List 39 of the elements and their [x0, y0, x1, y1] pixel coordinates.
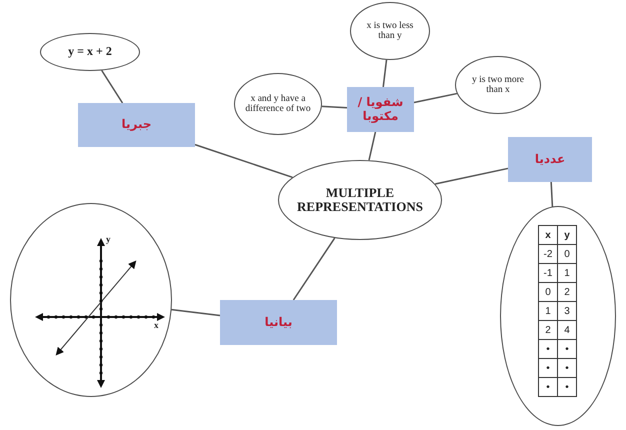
table-cell: -1: [538, 264, 558, 282]
connector-line: [322, 106, 348, 108]
idea-ellipse: y is two more than x: [455, 56, 541, 114]
category-box: شفويا / مكتوبا: [347, 87, 414, 132]
table-cell: -2: [538, 244, 558, 264]
table-cell: 1: [538, 302, 558, 320]
connector-line: [382, 60, 388, 88]
table-cell: •: [538, 358, 558, 378]
connector-line: [101, 70, 124, 104]
idea-ellipse: x and y have a difference of two: [234, 73, 322, 135]
table-cell: •: [558, 378, 576, 396]
table-cell: •: [558, 340, 576, 358]
connector-line: [550, 182, 554, 207]
connector-line: [172, 308, 220, 316]
table-cell: •: [538, 340, 558, 358]
table-cell: 3: [558, 302, 576, 320]
column-header: y: [558, 226, 576, 244]
category-box: عدديا: [508, 137, 592, 182]
table-cell: 2: [558, 282, 576, 302]
idea-ellipse: x is two less than y: [350, 2, 430, 60]
category-box: بيانيا: [220, 300, 337, 345]
table-cell: 0: [538, 282, 558, 302]
table-cell: •: [558, 358, 576, 378]
table-cell: 2: [538, 320, 558, 340]
table-cell: 1: [558, 264, 576, 282]
connector-line: [368, 132, 376, 160]
connector-line: [194, 144, 293, 178]
table-cell: 4: [558, 320, 576, 340]
column-header: x: [538, 226, 558, 244]
category-box: جبريا: [78, 103, 195, 147]
axis-label: y: [106, 234, 110, 244]
table-cell: 0: [558, 244, 576, 264]
table-cell: •: [538, 378, 558, 396]
central-ellipse: MULTIPLE REPRESENTATIONS: [278, 160, 442, 240]
connector-line: [414, 92, 458, 104]
idea-ellipse: y = x + 2: [40, 33, 140, 71]
axis-label: x: [154, 320, 158, 330]
connector-line: [434, 168, 508, 185]
connector-line: [292, 238, 336, 300]
